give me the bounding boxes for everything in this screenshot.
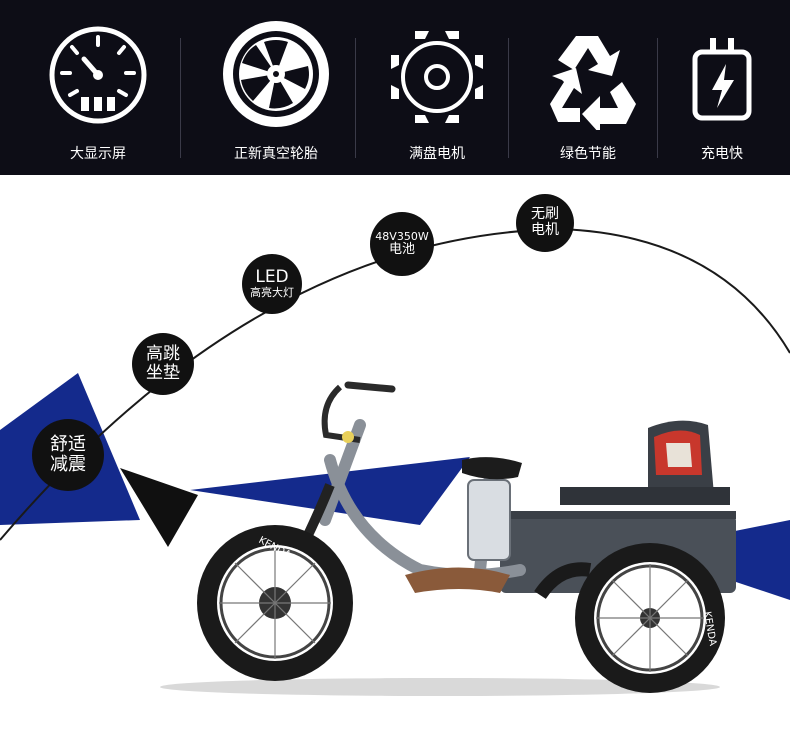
bubble-brushless-motor: 无刷 电机: [516, 194, 574, 252]
feature-band: 大显示屏 正新真空轮胎: [0, 0, 790, 175]
bubble-line: LED: [255, 267, 289, 288]
divider: [508, 38, 509, 158]
rear-wheel-left: [534, 562, 592, 600]
bubble-line: 48V350W: [375, 229, 429, 243]
recycle-icon: [550, 36, 636, 130]
bubble-line: 高跳: [146, 343, 180, 364]
speedometer-icon: [49, 26, 147, 124]
feature-large-display: 大显示屏: [48, 0, 148, 175]
bubble-line: 电机: [531, 222, 559, 238]
battery-pack: [467, 479, 511, 561]
handle-grip: [344, 381, 396, 393]
rear-seat-panel: [666, 443, 692, 467]
front-wheel: [197, 525, 353, 681]
black-shard: [120, 468, 198, 547]
bubble-battery: 48V350W 电池: [370, 212, 434, 276]
product-illustration: KENDA KENDA: [0, 227, 790, 696]
handlebar: [321, 384, 361, 443]
bubble-comfort-suspension: 舒适 减震: [32, 419, 104, 491]
feature-tire: 正新真空轮胎: [220, 0, 332, 175]
feature-label: 绿色节能: [560, 146, 616, 162]
divider: [657, 38, 658, 158]
rear-seat-base: [560, 487, 730, 505]
bubble-line: 电池: [388, 241, 415, 257]
divider: [180, 38, 181, 158]
product-stage: KENDA KENDA 舒适 减震 高跳 坐垫 LED 高亮大灯 48V350W…: [0, 175, 790, 731]
bubble-line: 减震: [50, 454, 86, 475]
feature-eco: 绿色节能: [536, 0, 640, 175]
bubble-line: 舒适: [50, 433, 86, 455]
wheel-icon: [223, 21, 329, 127]
bubble-led-light: LED 高亮大灯: [242, 254, 302, 314]
feature-motor: 满盘电机: [385, 0, 489, 175]
rear-wheel: [575, 543, 725, 693]
rider-seat: [462, 457, 522, 480]
feature-label: 大显示屏: [70, 146, 126, 162]
feature-label: 满盘电机: [409, 146, 465, 162]
cargo-rim: [500, 511, 736, 519]
bubble-line: 坐垫: [146, 363, 180, 383]
feature-label: 充电快: [701, 146, 743, 162]
motor-icon: [391, 31, 483, 123]
bubble-seat: 高跳 坐垫: [132, 333, 194, 395]
feature-arc: [0, 227, 790, 541]
battery-charge-icon: [692, 38, 752, 121]
ground-shadow: [160, 678, 720, 696]
feature-label: 正新真空轮胎: [234, 146, 318, 162]
bubble-line: 无刷: [531, 206, 559, 223]
headlight: [342, 431, 354, 443]
feature-fast-charge: 充电快: [690, 0, 754, 175]
divider: [355, 38, 356, 158]
chain-guard: [405, 567, 510, 593]
bubble-line: 高亮大灯: [250, 286, 294, 300]
